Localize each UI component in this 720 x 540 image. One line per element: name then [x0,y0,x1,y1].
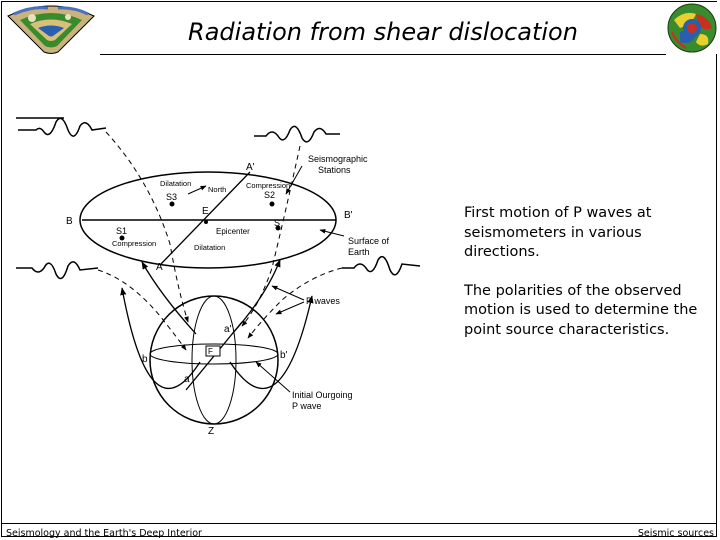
label-compression-bottom: Compression [112,239,156,248]
footer-rule [1,523,717,524]
header: Radiation from shear dislocation [0,0,720,58]
label-compression-top: Compression [246,181,290,190]
ray-path-outgoing-2 [231,259,281,335]
ray-path-outgoing-3 [120,287,201,390]
label-p-waves: P waves [306,296,340,306]
ray-path-outgoing-4 [229,295,314,390]
label-s2: S2 [264,190,275,200]
pointer-p-waves-b [275,301,305,315]
label-b-prime: B' [344,210,353,221]
station-s-dot [275,225,281,231]
focal-sphere-meridian [191,295,237,425]
shear-dislocation-radiation-diagram: A' Seismographic Stations Dilatation Nor… [16,117,421,437]
focal-sphere [149,295,279,425]
station-s3-dot [169,201,175,207]
label-a-lower-prime: a' [224,324,232,335]
label-s3: S3 [166,192,177,202]
ray-path-outgoing-1 [141,261,197,335]
label-earth: Earth [348,247,370,257]
pointer-stations [285,165,303,195]
label-north: North [208,185,226,194]
north-arrow [187,185,207,195]
seismogram-top-right [254,125,340,143]
caption-paragraph-2: The polarities of the observed motion is… [464,282,698,338]
pointer-p-waves-a [271,285,305,301]
label-b-lower: b [142,354,148,365]
label-a-prime: A' [246,162,255,173]
tomography-globe-logo-icon [666,2,718,54]
label-b: B [66,216,73,227]
label-a: A [156,262,163,273]
pointer-surface [319,228,345,237]
label-b-lower-prime: b' [280,350,288,361]
label-seismographic: Seismographic [308,154,368,164]
label-epicenter: Epicenter [216,227,250,236]
label-e: E [202,206,209,217]
earth-cross-section-logo-icon [2,2,100,54]
label-a-lower: a [184,374,190,385]
ray-path-s2 [241,145,301,327]
label-z: Z [208,426,214,437]
label-f: F [208,347,213,356]
label-initial-outgoing: Initial Ourgoing [292,390,353,400]
caption-paragraph-1: First motion of P waves at seismometers … [464,205,652,260]
station-s1-dot [119,235,125,241]
focal-sphere-equator [149,343,279,365]
ray-path-left [97,269,187,351]
footer-course-title: Seismology and the Earth's Deep Interior [6,528,202,539]
auxiliary-plane-line [159,171,251,266]
header-rule [100,54,666,55]
ray-path-s3 [105,131,189,323]
label-s: S [274,218,280,228]
label-p-wave: P wave [292,401,321,411]
seismogram-right [342,255,421,276]
label-stations: Stations [318,165,351,175]
label-surface-of: Surface of [348,236,390,246]
station-s2-dot [269,201,275,207]
label-dilatation-bottom: Dilatation [194,243,225,252]
label-dilatation-top: Dilatation [160,179,191,188]
focus-box [205,345,221,357]
epicenter-dot [204,220,208,224]
footer-section-title: Seismic sources [637,528,714,539]
ray-path-right [247,267,343,339]
label-s1: S1 [116,226,127,236]
seismogram-left [16,261,99,280]
caption: First motion of P waves at seismometers … [464,204,704,359]
seismogram-top-left [18,117,107,137]
pointer-initial-outgoing [255,361,291,393]
slide-title: Radiation from shear dislocation [188,18,578,46]
